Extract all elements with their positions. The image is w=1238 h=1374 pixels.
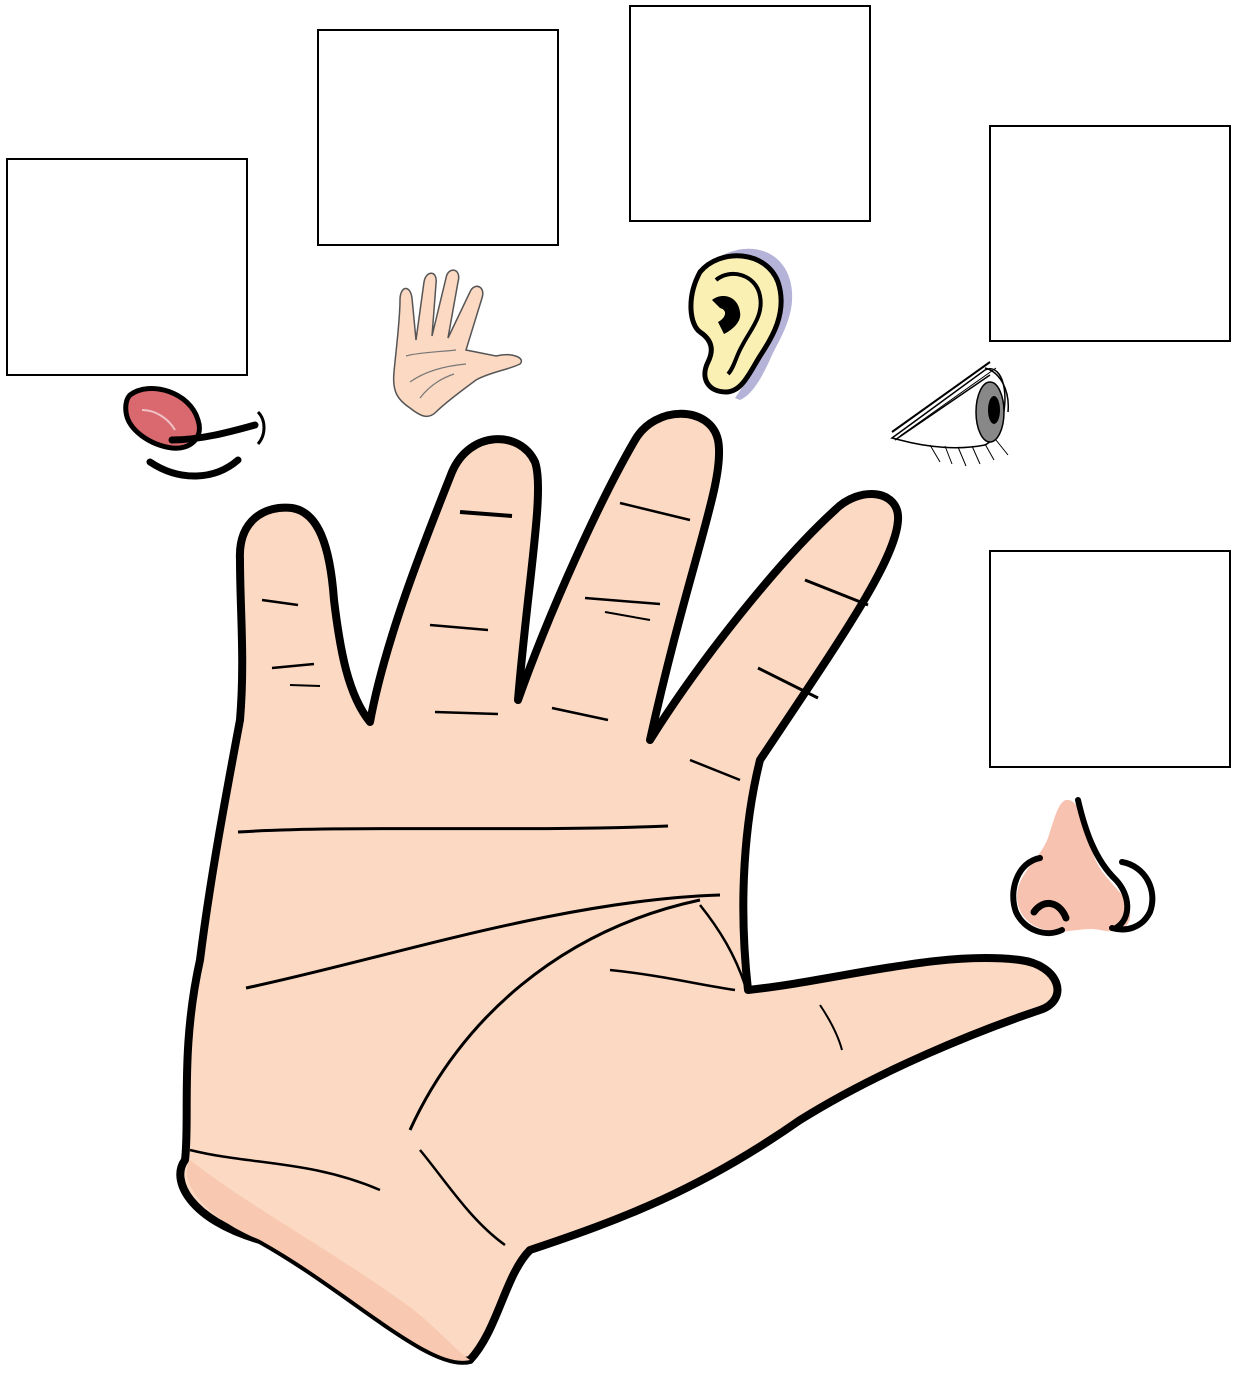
palm-illustration: [180, 414, 1057, 1361]
hand-icon: [394, 270, 522, 416]
eye-icon: [892, 362, 1008, 466]
nose-icon: [1013, 800, 1152, 933]
tongue-icon: [126, 388, 264, 476]
ear-icon: [691, 249, 792, 400]
